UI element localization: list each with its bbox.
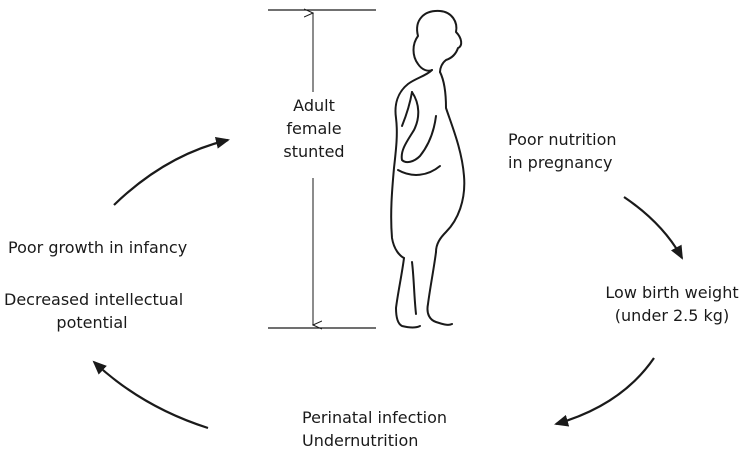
infection-label-line-1: Perinatal infection (302, 406, 447, 429)
height-label-line-1: Adult (274, 94, 354, 117)
pregnant-woman-figure (391, 11, 464, 328)
intellect-label-line-1: Decreased intellectual (4, 288, 180, 311)
intellect-label-line-2: potential (4, 311, 180, 334)
arrow-to-adult (114, 140, 228, 205)
arrow-to-poor-growth (94, 362, 208, 428)
decreased-intellectual-label: Decreased intellectual potential (4, 288, 180, 334)
birth-label-line-1: Low birth weight (592, 281, 752, 304)
perinatal-infection-label: Perinatal infection Undernutrition (302, 406, 447, 452)
height-label-line-3: stunted (274, 140, 354, 163)
poor-nutrition-label: Poor nutrition in pregnancy (508, 128, 617, 174)
height-label-line-2: female (274, 117, 354, 140)
nutrition-label-line-2: in pregnancy (508, 151, 617, 174)
poor-growth-label: Poor growth in infancy (8, 236, 187, 259)
infection-label-line-2: Undernutrition (302, 429, 447, 452)
nutrition-label-line-1: Poor nutrition (508, 128, 617, 151)
arrow-to-perinatal (556, 358, 654, 424)
low-birth-weight-label: Low birth weight (under 2.5 kg) (592, 281, 752, 327)
height-measure (268, 10, 376, 328)
arrow-to-low-birth-weight (624, 197, 682, 258)
birth-label-line-2: (under 2.5 kg) (592, 304, 752, 327)
adult-female-stunted-label: Adult female stunted (274, 94, 354, 163)
